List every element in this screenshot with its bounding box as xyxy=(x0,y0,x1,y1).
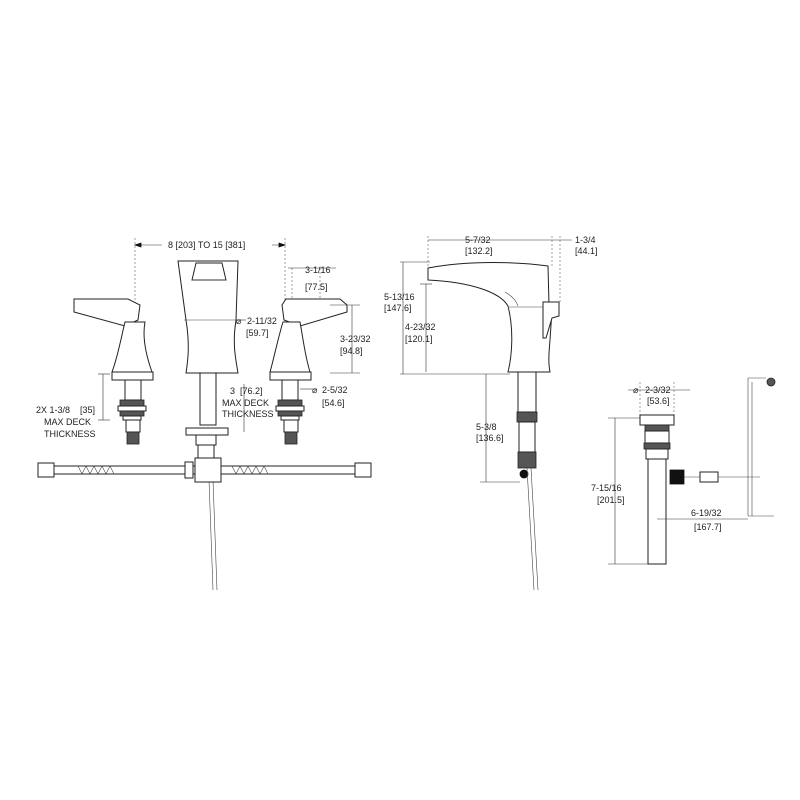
pivot-reach-dimension: 6-19/32 [167.7] xyxy=(657,508,748,532)
handle-rise-dimension: 3-23/32 [94.8] xyxy=(330,304,371,374)
spout-diameter-inch: 2-11/32 xyxy=(247,316,277,326)
front-view: 8 [203] TO 15 [381] xyxy=(36,238,372,591)
flange-diameter-symbol: ⌀ xyxy=(633,385,639,395)
overall-height-dimension: 5-13/16 [147.6] xyxy=(384,261,510,375)
spread-dimension: 8 [203] TO 15 [381] xyxy=(133,238,287,300)
handle-deck-note-2: THICKNESS xyxy=(44,429,96,439)
right-handle xyxy=(269,298,348,445)
valve-diameter-dimension: ⌀ 2-5/32 [54.6] xyxy=(300,385,348,408)
side-view: 5-7/32 [132.2] 1-3/4 [44.1] 5-13/16 [147… xyxy=(384,235,598,591)
back-inch: 1-3/4 xyxy=(575,235,596,245)
shank-inch: 5-3/8 xyxy=(476,422,497,432)
spout-diameter-dimension: ⌀ 2-11/32 [59.7] xyxy=(236,316,277,338)
spout-deck-note-1: MAX DECK xyxy=(222,398,269,408)
valve-diameter-mm: [54.6] xyxy=(322,398,345,408)
center-spout xyxy=(177,260,239,591)
flange-diameter-dimension: ⌀ 2-3/32 [53.6] xyxy=(628,382,690,415)
reach-mm: [132.2] xyxy=(465,246,493,256)
handle-deck-mm: [35] xyxy=(80,405,95,415)
handle-deck-note-1: MAX DECK xyxy=(44,417,91,427)
drain-height-mm: [201.5] xyxy=(597,495,625,505)
flange-diameter-inch: 2-3/32 xyxy=(645,385,671,395)
drain-view: ⌀ 2-3/32 [53.6] 7-15/16 [201.5] 6-19/32 … xyxy=(591,377,776,565)
spout-deck-inch: 3 xyxy=(230,386,235,396)
drain-height-inch: 7-15/16 xyxy=(591,483,622,493)
handle-height-dimension: 3-1/16 [77.5] xyxy=(288,265,336,300)
drain-height-dimension: 7-15/16 [201.5] xyxy=(591,417,648,565)
pivot-reach-mm: [167.7] xyxy=(694,522,722,532)
spout-deck-mm: [76.2] xyxy=(240,386,263,396)
shank-mm: [136.6] xyxy=(476,433,504,443)
left-handle xyxy=(73,298,154,445)
spout-height-mm: [120.1] xyxy=(405,334,433,344)
valve-diameter-symbol: ⌀ xyxy=(312,385,318,395)
handle-deck-inch: 2X 1-3/8 xyxy=(36,405,70,415)
flange-diameter-mm: [53.6] xyxy=(647,396,670,406)
back-dimension: 1-3/4 [44.1] xyxy=(552,235,598,302)
spout-diameter-symbol: ⌀ xyxy=(236,316,242,326)
overall-height-inch: 5-13/16 xyxy=(384,292,415,302)
spout-height-inch: 4-23/32 xyxy=(405,322,436,332)
handle-height-mm: [77.5] xyxy=(305,282,328,292)
spout-deck-note-2: THICKNESS xyxy=(222,409,274,419)
overall-height-mm: [147.6] xyxy=(384,303,412,313)
handle-deck-dimension: 2X 1-3/8 [35] MAX DECK THICKNESS xyxy=(36,373,110,439)
reach-inch: 5-7/32 xyxy=(465,235,491,245)
reach-dimension: 5-7/32 [132.2] xyxy=(427,235,553,268)
shank-dimension: 5-3/8 [136.6] xyxy=(476,374,520,483)
spout-height-dimension: 4-23/32 [120.1] xyxy=(405,283,436,372)
handle-rise-mm: [94.8] xyxy=(340,346,363,356)
pivot-reach-inch: 6-19/32 xyxy=(691,508,722,518)
handle-height-inch: 3-1/16 xyxy=(305,265,331,275)
supply-hoses xyxy=(37,457,372,483)
spread-label: 8 [203] TO 15 [381] xyxy=(168,240,245,250)
handle-rise-inch: 3-23/32 xyxy=(340,334,371,344)
spout-diameter-mm: [59.7] xyxy=(246,328,269,338)
valve-diameter-inch: 2-5/32 xyxy=(322,385,348,395)
back-mm: [44.1] xyxy=(575,246,598,256)
spout-deck-dimension: 3 [76.2] MAX DECK THICKNESS xyxy=(222,384,274,432)
